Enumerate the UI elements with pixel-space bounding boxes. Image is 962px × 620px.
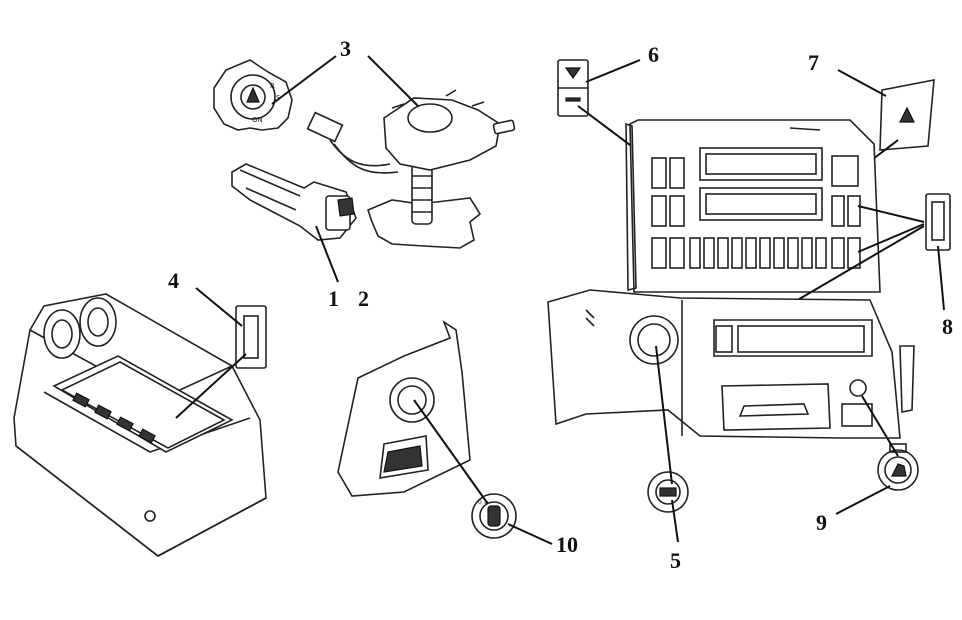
leader-line-10a xyxy=(413,399,489,505)
steering-column-assembly xyxy=(231,89,516,249)
callout-8: 8 xyxy=(942,314,953,339)
leader-line-3b xyxy=(367,55,419,107)
instrument-panel-switch-bank xyxy=(625,119,881,293)
callout-10: 10 xyxy=(556,532,578,557)
hazard-triangle-switch-7 xyxy=(879,79,935,151)
callout-5: 5 xyxy=(670,548,681,573)
cigarette-lighter-9 xyxy=(877,443,919,491)
leader-line-9a xyxy=(861,395,899,457)
leader-line-4b xyxy=(175,353,247,419)
rotary-switch-5 xyxy=(647,471,689,513)
callout-6: 6 xyxy=(648,42,659,67)
svg-text:0 ≡: 0 ≡ xyxy=(478,499,489,506)
leader-line-4 xyxy=(195,287,243,327)
callout-2: 2 xyxy=(358,286,369,311)
ignition-switch-face: R S ON xyxy=(213,59,293,131)
leader-line-1 xyxy=(315,225,339,283)
leader-line-8d xyxy=(937,245,945,311)
light-switch-knob-10: 0 ≡ xyxy=(471,493,517,539)
leader-line-6a xyxy=(585,59,641,83)
callout-7: 7 xyxy=(808,50,819,75)
center-console xyxy=(13,293,267,557)
hazard-switch-face-6 xyxy=(557,59,589,117)
svg-text:ON: ON xyxy=(252,116,263,124)
callout-1: 1 xyxy=(328,286,339,311)
switch-row-left-top xyxy=(651,157,685,227)
leader-line-5a xyxy=(655,345,673,485)
leader-line-8a xyxy=(857,205,925,223)
switch-face-8 xyxy=(925,193,951,251)
leader-line-3a xyxy=(271,55,337,105)
switch-blank-4 xyxy=(235,305,267,369)
leader-line-10b xyxy=(507,523,553,545)
leader-line-7a xyxy=(837,69,887,97)
switch-row-bottom xyxy=(651,237,861,269)
leader-line-8b xyxy=(857,223,925,253)
svg-text:R: R xyxy=(270,82,275,90)
callout-9: 9 xyxy=(816,510,827,535)
leader-line-9b xyxy=(835,485,891,515)
knee-panel-with-light-switch xyxy=(337,319,471,497)
lower-dash-panel xyxy=(547,289,915,439)
callout-3: 3 xyxy=(340,36,351,61)
callout-4: 4 xyxy=(168,268,179,293)
leader-line-5b xyxy=(671,499,679,543)
switch-row-right-top xyxy=(831,155,861,227)
